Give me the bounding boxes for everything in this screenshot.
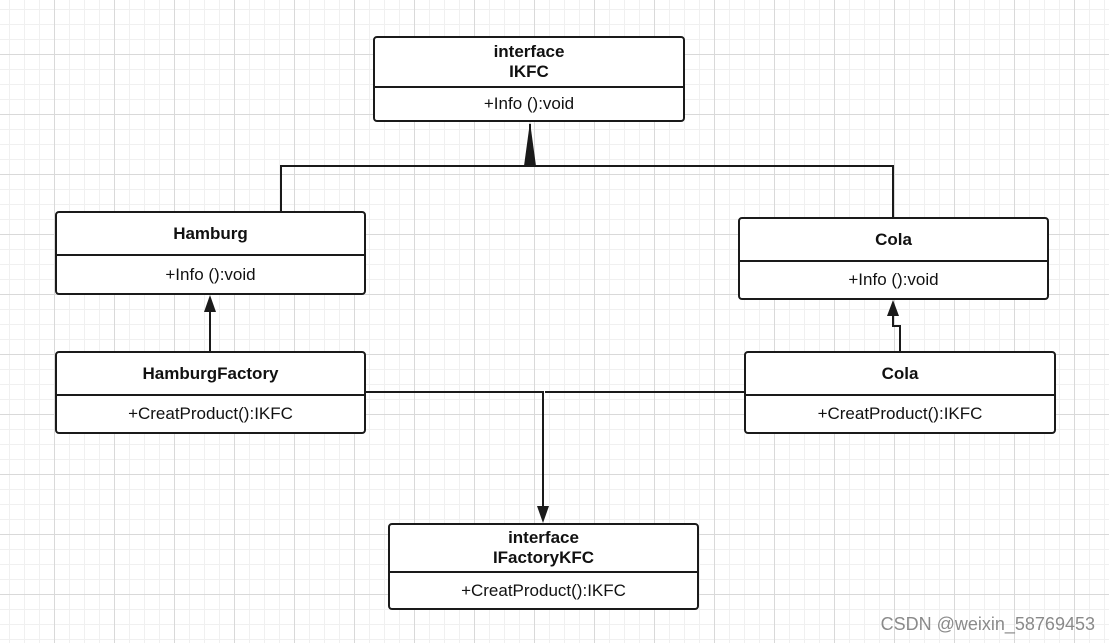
class-ikfc-header: interface IKFC [375, 38, 683, 88]
cola-product-name: Cola [875, 229, 912, 249]
class-cola-product[interactable]: Cola +Info ():void [738, 217, 1049, 300]
hamburg-method: +Info ():void [165, 264, 256, 284]
class-ifactorykfc[interactable]: interface IFactoryKFC +CreatProduct():IK… [388, 523, 699, 610]
class-cola-factory[interactable]: Cola +CreatProduct():IKFC [744, 351, 1056, 434]
hamburg-factory-method: +CreatProduct():IKFC [128, 404, 293, 423]
class-hamburg-header: Hamburg [57, 213, 364, 256]
class-hamburg[interactable]: Hamburg +Info ():void [55, 211, 366, 295]
class-ifactorykfc-header: interface IFactoryKFC [390, 525, 697, 573]
hamburg-name: Hamburg [173, 223, 248, 243]
class-cola-product-header: Cola [740, 219, 1047, 262]
cola-arrowhead [887, 300, 899, 316]
class-hamburg-factory-header: HamburgFactory [57, 353, 364, 396]
hamburgfactory-to-ifactorykfc-connector [366, 391, 544, 506]
class-ikfc[interactable]: interface IKFC +Info ():void [373, 36, 685, 122]
ifactorykfc-name: IFactoryKFC [492, 548, 595, 567]
ikfc-stereotype: interface [493, 42, 565, 61]
cola-to-ikfc-connector [530, 165, 894, 217]
cola-product-method: +Info ():void [848, 270, 939, 289]
cola-factory-method: +CreatProduct():IKFC [817, 404, 983, 423]
hamburg-to-ikfc-connector [280, 124, 531, 211]
cola-factory-name: Cola [881, 363, 919, 383]
ifactorykfc-method: +CreatProduct():IKFC [461, 580, 626, 600]
hamburg-factory-name: HamburgFactory [142, 363, 279, 383]
ifactorykfc-arrowhead [537, 506, 549, 523]
ikfc-name: IKFC [509, 62, 549, 81]
ifactorykfc-stereotype: interface [508, 528, 579, 547]
hamburg-arrowhead [204, 295, 216, 312]
ikfc-arrowhead [524, 122, 536, 166]
colafactory-to-cola-connector [892, 316, 901, 351]
watermark-text: CSDN @weixin_58769453 [880, 614, 1095, 634]
class-cola-factory-header: Cola [746, 353, 1054, 396]
ikfc-method: +Info ():void [483, 94, 575, 113]
class-hamburg-factory[interactable]: HamburgFactory +CreatProduct():IKFC [55, 351, 366, 434]
